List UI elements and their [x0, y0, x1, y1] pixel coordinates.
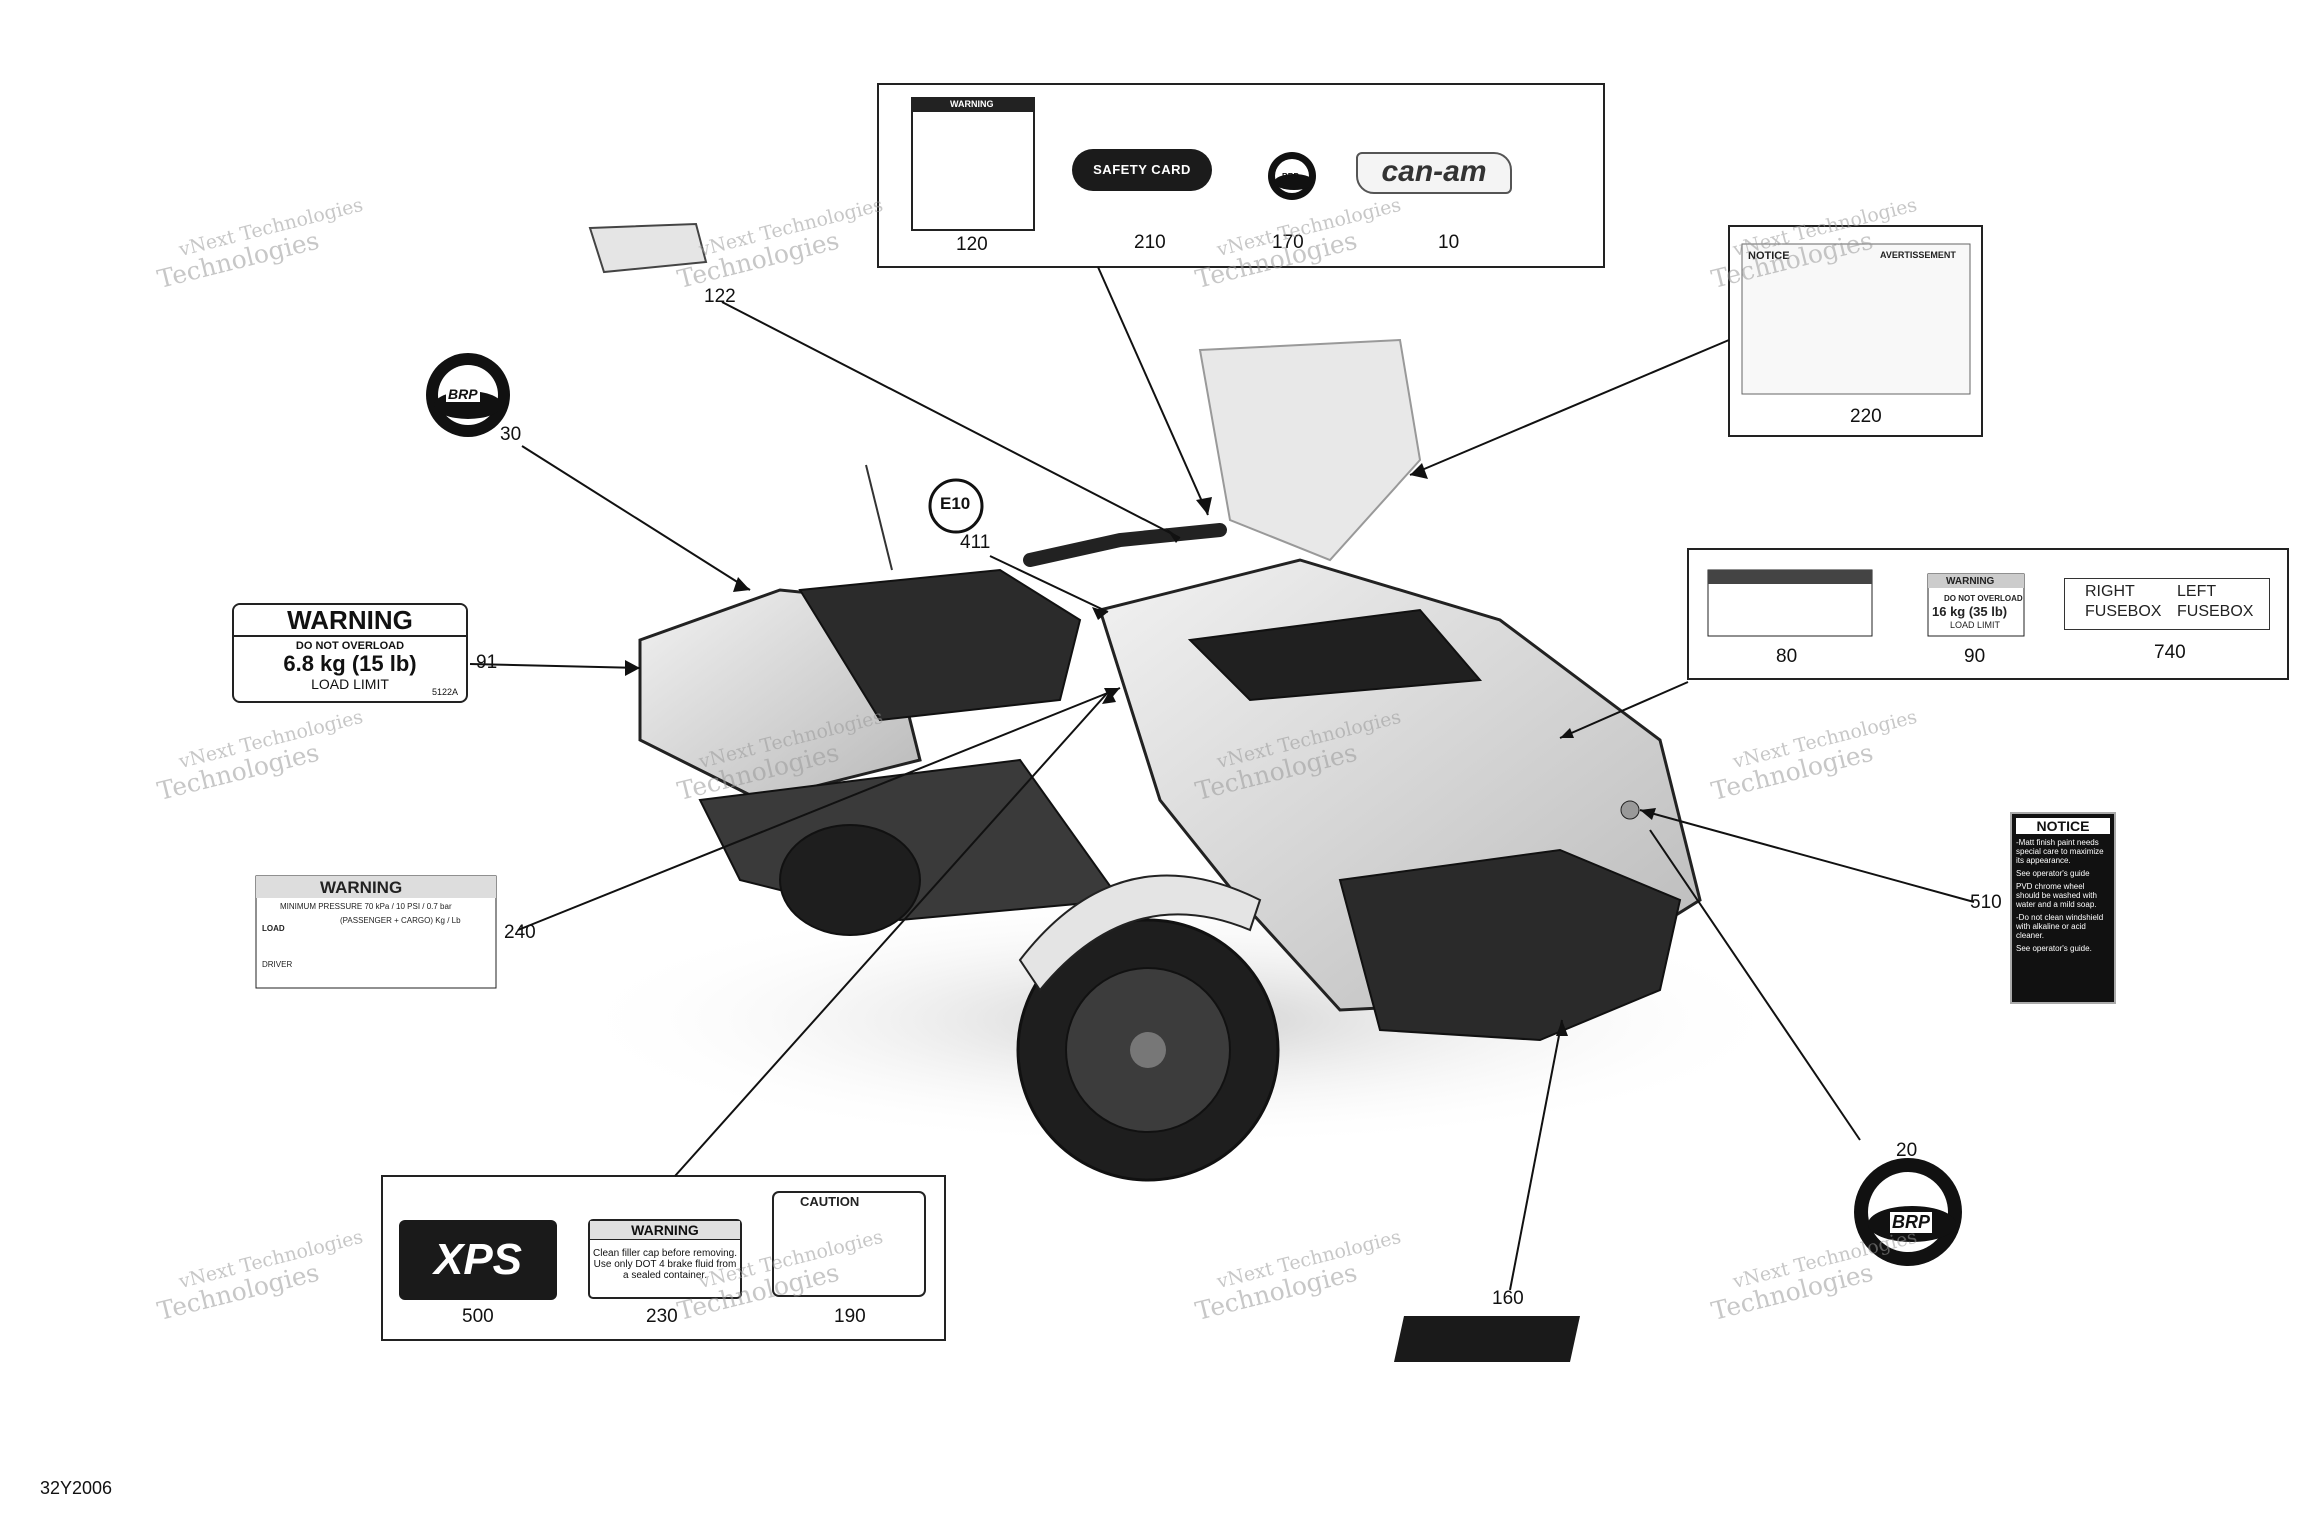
decal-510-line5: See operator's guide.: [2016, 944, 2092, 953]
leader-lines: [469, 266, 1975, 1291]
decal-740-right2: FUSEBOX: [2085, 603, 2162, 620]
front-bumper: [1338, 848, 1682, 1042]
decal-190-header: CAUTION: [800, 1194, 860, 1209]
decal-220-header-left: NOTICE: [1748, 250, 1790, 262]
decal-160: [1394, 1316, 1580, 1362]
callout-120: 120: [956, 234, 988, 255]
callout-411: 411: [960, 532, 991, 553]
callout-122: 122: [704, 286, 736, 307]
callout-20: 20: [1896, 1140, 1918, 1161]
callout-190: 190: [834, 1306, 866, 1327]
decal-510-line4: -Do not clean windshield with alkaline o…: [2016, 913, 2104, 940]
decal-91-line3: LOAD LIMIT: [311, 676, 389, 692]
frame-top: [877, 83, 1605, 268]
antenna: [865, 464, 893, 571]
decal-510-line3: PVD chrome wheel should be washed with w…: [2016, 882, 2097, 909]
decal-91-code: 5122A: [431, 687, 458, 697]
decal-230-line3: a sealed container.: [623, 1270, 707, 1281]
decal-740-right1: RIGHT: [2085, 583, 2135, 600]
callout-90: 90: [1964, 646, 1986, 667]
frame-bottom: [381, 1175, 946, 1341]
decal-91-header: WARNING: [234, 605, 466, 637]
decal-220: [1741, 243, 1971, 395]
decal-740-fusebox: RIGHT FUSEBOX LEFT FUSEBOX: [2064, 578, 2270, 630]
decal-10-canam: can-am: [1356, 152, 1512, 194]
decal-500-xps: XPS: [399, 1220, 557, 1300]
callout-230: 230: [646, 1306, 678, 1327]
decal-90-line3: LOAD LIMIT: [1950, 620, 2001, 630]
decal-190: [772, 1191, 926, 1297]
arrowheads: [625, 463, 1656, 1036]
decal-120-header: WARNING: [950, 99, 994, 109]
callout-500: 500: [462, 1306, 494, 1327]
brp-logo-30-text: BRP: [446, 386, 480, 402]
brp-logo-170-text: BRP: [1282, 172, 1299, 181]
decal-91-line1: DO NOT OVERLOAD: [295, 640, 405, 652]
callout-210: 210: [1134, 232, 1166, 253]
decal-240-col2: (PASSENGER + CARGO) Kg / Lb: [340, 916, 461, 925]
handlebar: [1023, 523, 1227, 567]
rear-wheel: [779, 824, 921, 936]
decal-220-header-right: AVERTISSEMENT: [1880, 250, 1956, 260]
decal-240-line1: MINIMUM PRESSURE 70 kPa / 10 PSI / 0.7 b…: [280, 902, 452, 911]
decal-740-left1: LEFT: [2177, 583, 2217, 600]
frame-right: [1687, 548, 2289, 680]
decal-230-warning: WARNING Clean filler cap before removing…: [588, 1219, 742, 1299]
decal-510-notice: NOTICE -Matt finish paint needs special …: [2010, 812, 2116, 1004]
decal-230-header: WARNING: [590, 1221, 740, 1240]
callout-160: 160: [1492, 1288, 1524, 1309]
headlight: [1187, 608, 1483, 702]
callout-170: 170: [1272, 232, 1304, 253]
callout-91: 91: [476, 652, 498, 673]
decal-91-line2: 6.8 kg (15 lb): [283, 651, 417, 676]
decal-510-line1: -Matt finish paint needs special care to…: [2016, 838, 2104, 865]
windshield: [1198, 338, 1422, 562]
decal-740-left2: FUSEBOX: [2177, 603, 2254, 620]
callout-740: 740: [2154, 642, 2186, 663]
brp-logo-20-text: BRP: [1890, 1212, 1933, 1233]
decal-240-row-label: DRIVER: [262, 960, 293, 969]
nose-badge: [1620, 800, 1640, 820]
seat: [798, 568, 1082, 722]
front-fender: [1018, 874, 1262, 992]
callout-80: 80: [1776, 646, 1798, 667]
decal-90-header: WARNING: [1946, 576, 1995, 587]
decal-510-line2: See operator's guide: [2016, 869, 2090, 878]
decal-210-safety-card: SAFETY CARD: [1072, 149, 1212, 191]
reference-code: 32Y2006: [40, 1478, 113, 1498]
decal-90-line1: DO NOT OVERLOAD: [1944, 594, 2023, 603]
decal-510-header: NOTICE: [2016, 818, 2110, 834]
callout-240: 240: [504, 922, 536, 943]
decal-230-line1: Clean filler cap before removing.: [593, 1248, 737, 1259]
decal-120: [911, 97, 1035, 231]
frame-220: [1728, 225, 1983, 437]
callout-510: 510: [1970, 892, 2002, 913]
decal-91-warning: WARNING DO NOT OVERLOAD 6.8 kg (15 lb) L…: [232, 603, 468, 703]
decal-90-line2: 16 kg (35 lb): [1932, 604, 2008, 619]
decal-240-col1: LOAD: [262, 924, 285, 933]
decal-230-line2: Use only DOT 4 brake fluid from: [593, 1259, 737, 1270]
decal-122: [588, 222, 708, 274]
decal-240-header: WARNING: [320, 878, 403, 897]
callout-10: 10: [1438, 232, 1460, 253]
callout-30: 30: [500, 424, 522, 445]
brp-logo-170: [1268, 152, 1316, 200]
callout-220: 220: [1850, 406, 1882, 427]
callout-e10: E10: [940, 494, 971, 513]
e10-circle: [928, 478, 984, 534]
